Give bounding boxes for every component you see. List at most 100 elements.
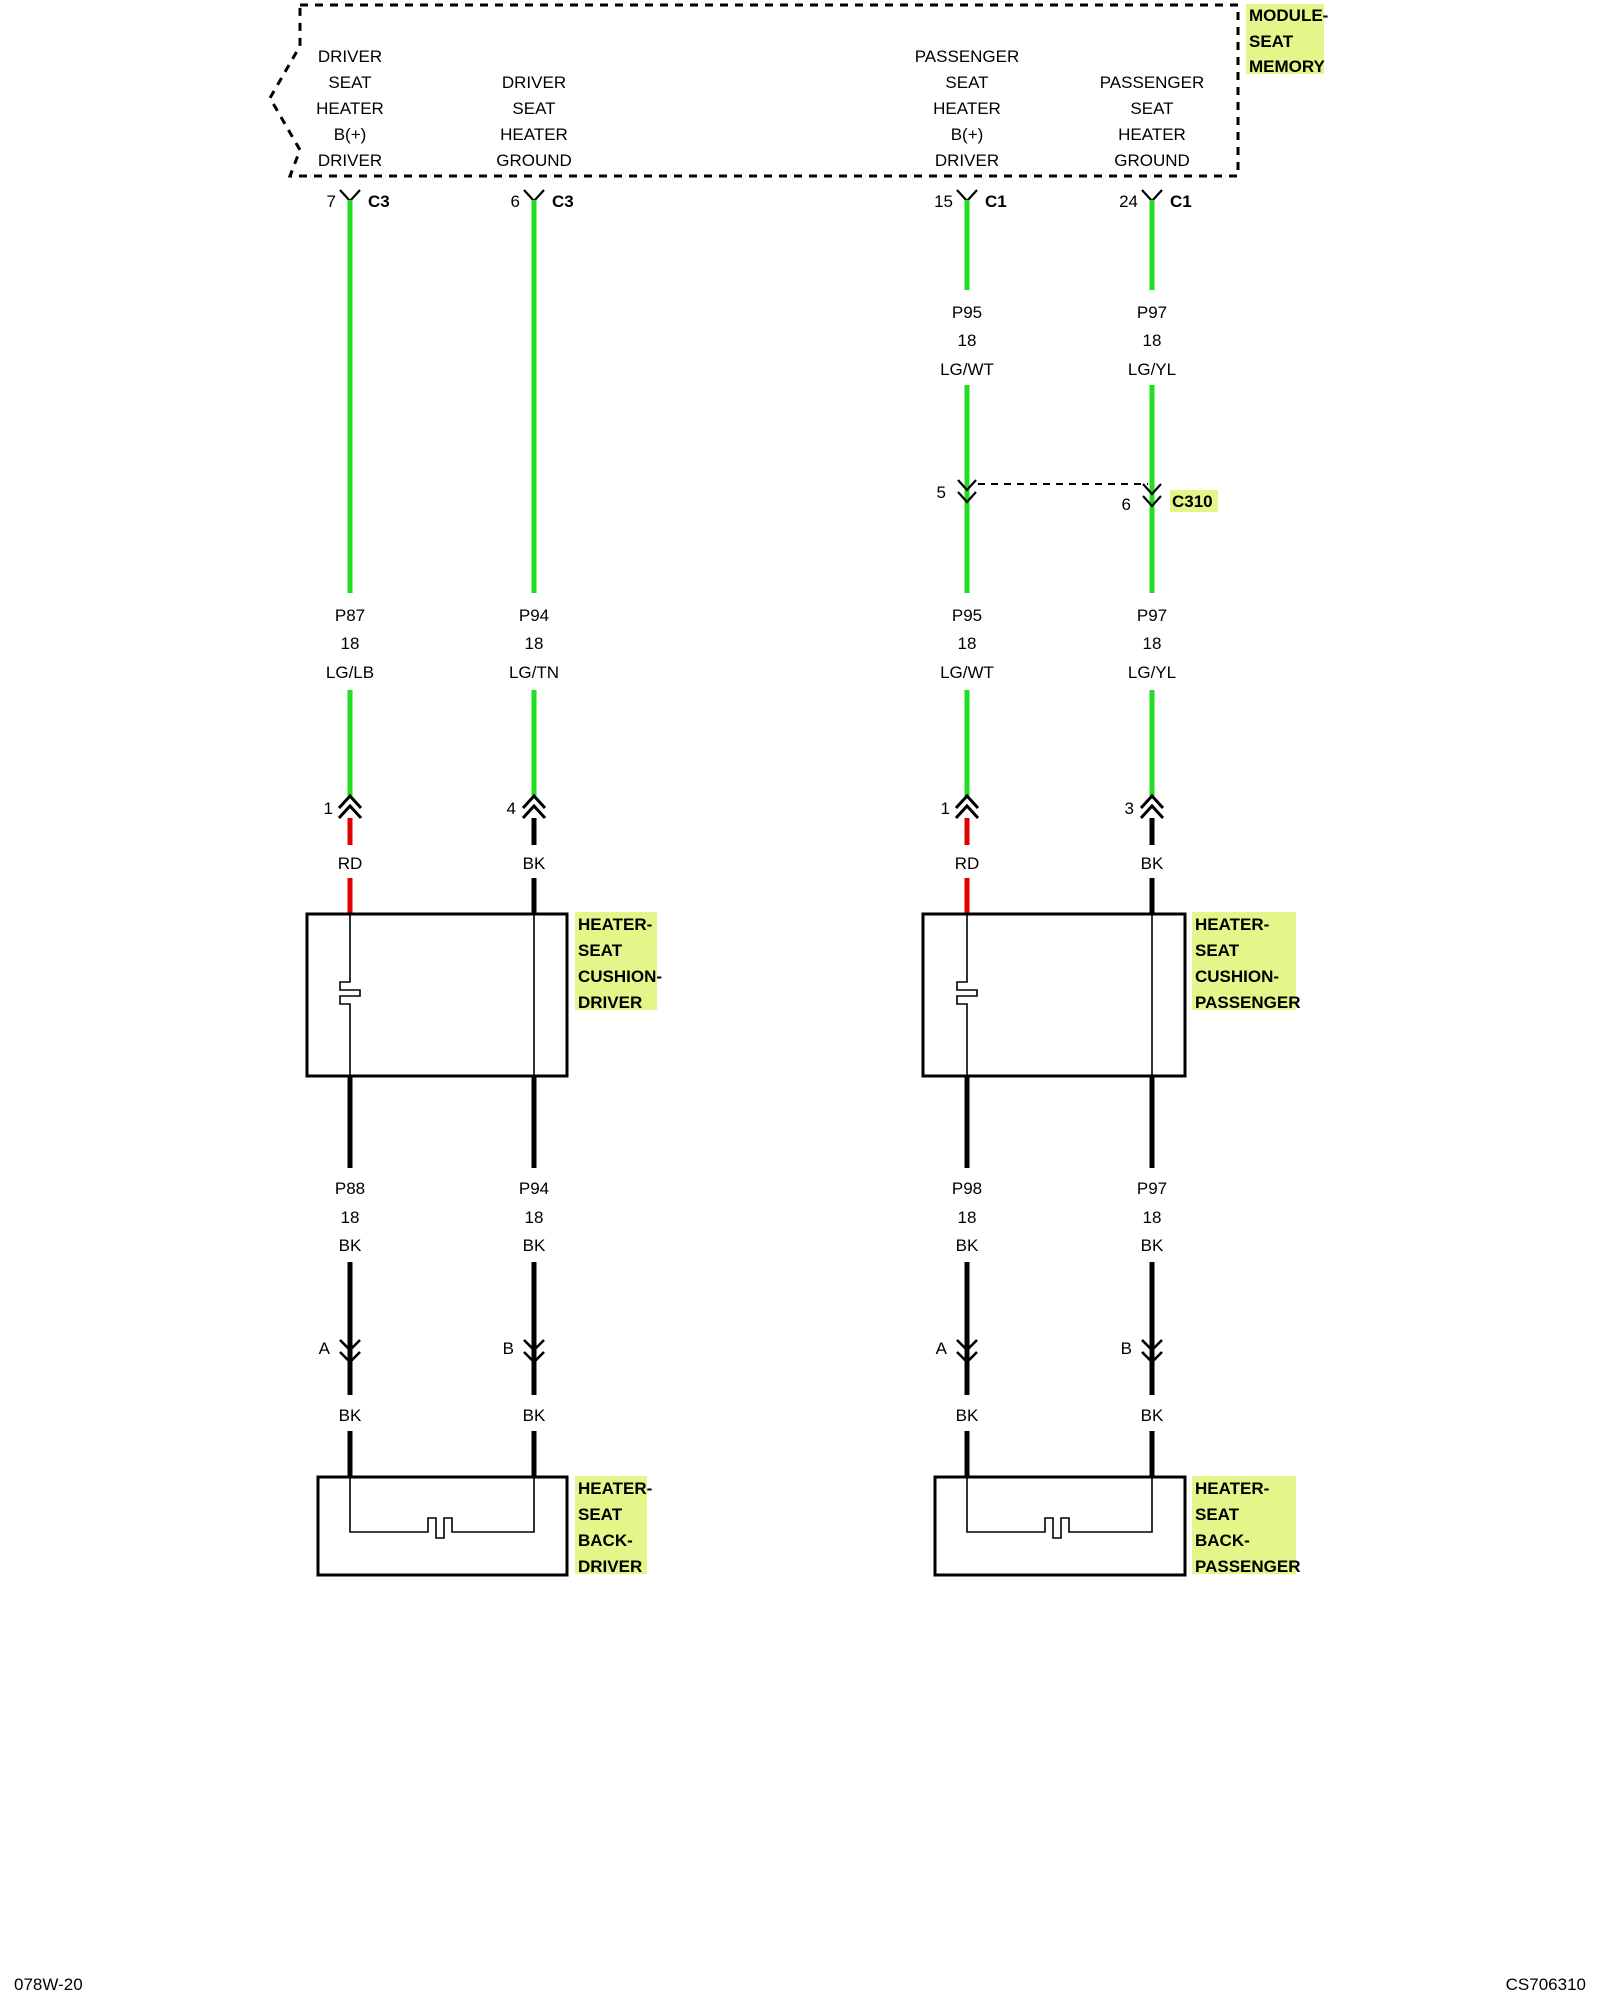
module-name-line-2: SEAT (1249, 32, 1294, 51)
svg-text:SEAT: SEAT (1130, 99, 1173, 118)
heater-seat-back-passenger: HEATER- SEAT BACK- PASSENGER (933, 1475, 1301, 1577)
cushion-wire-color-2: BK (523, 854, 546, 873)
svg-text:BACK-: BACK- (578, 1531, 633, 1550)
svg-text:BK: BK (523, 1236, 546, 1255)
svg-text:18: 18 (958, 1208, 977, 1227)
svg-text:6: 6 (1122, 495, 1131, 514)
svg-text:HEATER: HEATER (500, 125, 568, 144)
svg-text:SEAT: SEAT (512, 99, 555, 118)
module-name-line-1: MODULE- (1249, 6, 1328, 25)
svg-text:P97: P97 (1137, 606, 1167, 625)
cushion-connector-passenger-pin-1: 1 (941, 793, 980, 820)
module-terminal-c1-15: 15 C1 (934, 189, 1007, 211)
module-name-highlight (1246, 4, 1324, 74)
cushion-connector-driver-pin-4: 4 (507, 793, 547, 820)
wire-label-p87: P87 18 LG/LB (326, 606, 374, 682)
connector-c310: 5 6 C310 (937, 479, 1218, 514)
svg-text:HEATER-: HEATER- (578, 915, 652, 934)
svg-text:HEATER-: HEATER- (578, 1479, 652, 1498)
module-terminal-c3-7: 7 C3 (327, 189, 390, 211)
svg-text:LG/YL: LG/YL (1128, 360, 1176, 379)
svg-text:DRIVER: DRIVER (318, 151, 382, 170)
svg-text:18: 18 (525, 634, 544, 653)
svg-text:15: 15 (934, 192, 953, 211)
svg-text:B: B (1121, 1339, 1132, 1358)
svg-text:PASSENGER: PASSENGER (915, 47, 1020, 66)
module-terminal-c1-24: 24 C1 (1119, 189, 1192, 211)
back-connector-passenger-pin-b: B (1121, 1339, 1163, 1364)
svg-text:GROUND: GROUND (1114, 151, 1190, 170)
svg-text:B: B (503, 1339, 514, 1358)
module-pin-label-driver-bplus: DRIVER SEAT HEATER B(+) DRIVER (316, 47, 384, 170)
svg-text:LG/WT: LG/WT (940, 360, 994, 379)
svg-text:3: 3 (1125, 799, 1134, 818)
cushion-wire-color-3: RD (955, 854, 980, 873)
svg-text:SEAT: SEAT (578, 941, 623, 960)
svg-text:4: 4 (507, 799, 516, 818)
module-pin-label-passenger-bplus: PASSENGER SEAT HEATER B(+) DRIVER (915, 47, 1020, 170)
heater-seat-back-driver: HEATER- SEAT BACK- DRIVER (316, 1475, 652, 1577)
svg-text:C1: C1 (1170, 192, 1192, 211)
svg-text:18: 18 (341, 1208, 360, 1227)
back-wire-color-4: BK (1141, 1406, 1164, 1425)
svg-text:SEAT: SEAT (578, 1505, 623, 1524)
svg-text:A: A (936, 1339, 948, 1358)
module-outline (268, 3, 1240, 178)
svg-text:B(+): B(+) (334, 125, 367, 144)
cushion-connector-passenger-pin-3: 3 (1125, 793, 1165, 820)
heater-seat-cushion-driver: HEATER- SEAT CUSHION- DRIVER (305, 912, 662, 1078)
svg-text:P98: P98 (952, 1179, 982, 1198)
back-wire-color-3: BK (956, 1406, 979, 1425)
svg-text:PASSENGER: PASSENGER (1195, 993, 1301, 1012)
svg-text:LG/YL: LG/YL (1128, 663, 1176, 682)
svg-text:HEATER: HEATER (1118, 125, 1186, 144)
svg-text:P97: P97 (1137, 303, 1167, 322)
svg-text:18: 18 (958, 331, 977, 350)
svg-text:P88: P88 (335, 1179, 365, 1198)
svg-text:DRIVER: DRIVER (578, 1557, 642, 1576)
wire-label-p95-upper: P95 18 LG/WT (940, 303, 994, 379)
cushion-wire-color-1: RD (338, 854, 363, 873)
cushion-connector-driver-pin-1: 1 (324, 793, 363, 820)
svg-text:BACK-: BACK- (1195, 1531, 1250, 1550)
svg-text:C1: C1 (985, 192, 1007, 211)
svg-text:1: 1 (941, 799, 950, 818)
svg-text:SEAT: SEAT (1195, 1505, 1240, 1524)
wire-label-p98: P98 18 BK (952, 1179, 982, 1255)
svg-text:7: 7 (327, 192, 336, 211)
heater-seat-cushion-passenger: HEATER- SEAT CUSHION- PASSENGER (921, 912, 1301, 1078)
wire-label-p97-middle: P97 18 LG/YL (1128, 606, 1176, 682)
back-wire-color-2: BK (523, 1406, 546, 1425)
svg-text:6: 6 (511, 192, 520, 211)
svg-text:18: 18 (1143, 634, 1162, 653)
wire-label-p97-upper: P97 18 LG/YL (1128, 303, 1176, 379)
module-pin-label-passenger-ground: PASSENGER SEAT HEATER GROUND (1100, 73, 1205, 170)
svg-text:P94: P94 (519, 1179, 549, 1198)
svg-text:LG/TN: LG/TN (509, 663, 559, 682)
svg-text:HEATER: HEATER (933, 99, 1001, 118)
svg-text:P95: P95 (952, 303, 982, 322)
svg-text:BK: BK (339, 1236, 362, 1255)
svg-text:5: 5 (937, 483, 946, 502)
svg-text:LG/WT: LG/WT (940, 663, 994, 682)
svg-text:24: 24 (1119, 192, 1138, 211)
svg-text:18: 18 (1143, 331, 1162, 350)
svg-text:C3: C3 (368, 192, 390, 211)
svg-text:BK: BK (1141, 1236, 1164, 1255)
svg-text:1: 1 (324, 799, 333, 818)
svg-text:B(+): B(+) (951, 125, 984, 144)
svg-text:18: 18 (958, 634, 977, 653)
wire-label-p95-middle: P95 18 LG/WT (940, 606, 994, 682)
back-connector-driver-pin-b: B (503, 1339, 545, 1364)
svg-text:PASSENGER: PASSENGER (1100, 73, 1205, 92)
footer-right-code: CS706310 (1506, 1975, 1586, 1994)
back-connector-driver-pin-a: A (319, 1339, 361, 1364)
module-pin-label-driver-ground: DRIVER SEAT HEATER GROUND (496, 73, 572, 170)
back-connector-passenger-pin-a: A (936, 1339, 978, 1364)
svg-text:P95: P95 (952, 606, 982, 625)
svg-text:A: A (319, 1339, 331, 1358)
svg-text:SEAT: SEAT (945, 73, 988, 92)
svg-text:GROUND: GROUND (496, 151, 572, 170)
svg-text:CUSHION-: CUSHION- (1195, 967, 1279, 986)
svg-text:P97: P97 (1137, 1179, 1167, 1198)
